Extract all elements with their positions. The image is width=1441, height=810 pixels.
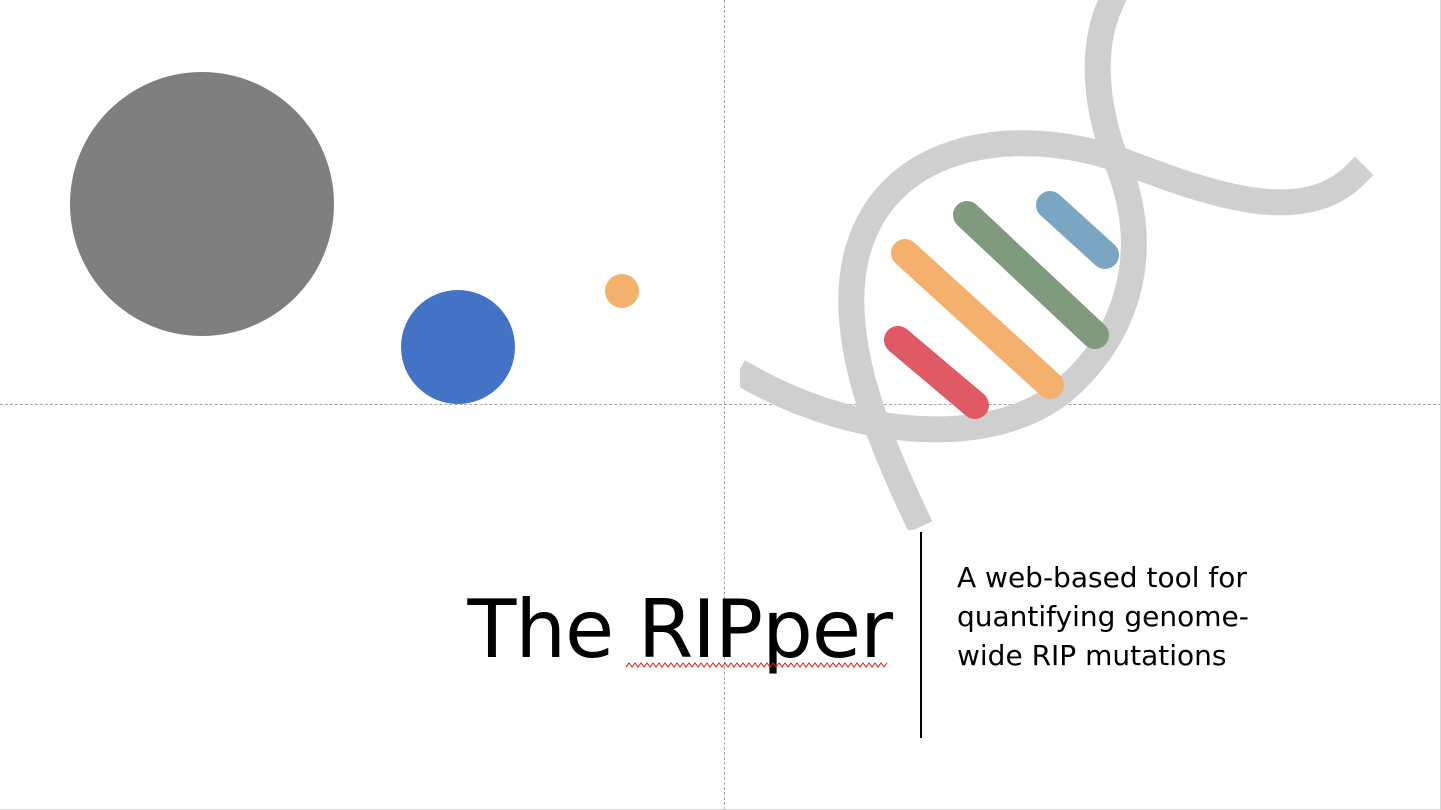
dna-rung-blue [1036, 191, 1119, 269]
title-textbox[interactable]: The RIPper [440, 580, 893, 690]
dna-helix-icon[interactable] [740, 0, 1380, 530]
dna-backbone-strand-a [740, 0, 1147, 443]
subtitle-line: quantifying genome- [957, 600, 1249, 633]
horizontal-guide-line[interactable] [0, 404, 1440, 405]
dna-backbone-strand-b [838, 130, 1374, 530]
spellcheck-underline [626, 662, 888, 668]
large-gray-circle[interactable] [70, 72, 334, 336]
subtitle-line: A web-based tool for [957, 561, 1247, 594]
slide-title: The RIPper [467, 583, 893, 676]
dna-rung-orange [891, 239, 1064, 399]
dna-rung-green [953, 201, 1109, 349]
medium-blue-circle[interactable] [401, 290, 515, 404]
subtitle-textbox[interactable]: A web-based tool for quantifying genome-… [957, 558, 1297, 675]
vertical-divider-line[interactable] [920, 532, 922, 738]
dna-rung-red [884, 326, 989, 419]
subtitle-line: wide RIP mutations [957, 639, 1227, 672]
small-orange-circle[interactable] [605, 274, 639, 308]
